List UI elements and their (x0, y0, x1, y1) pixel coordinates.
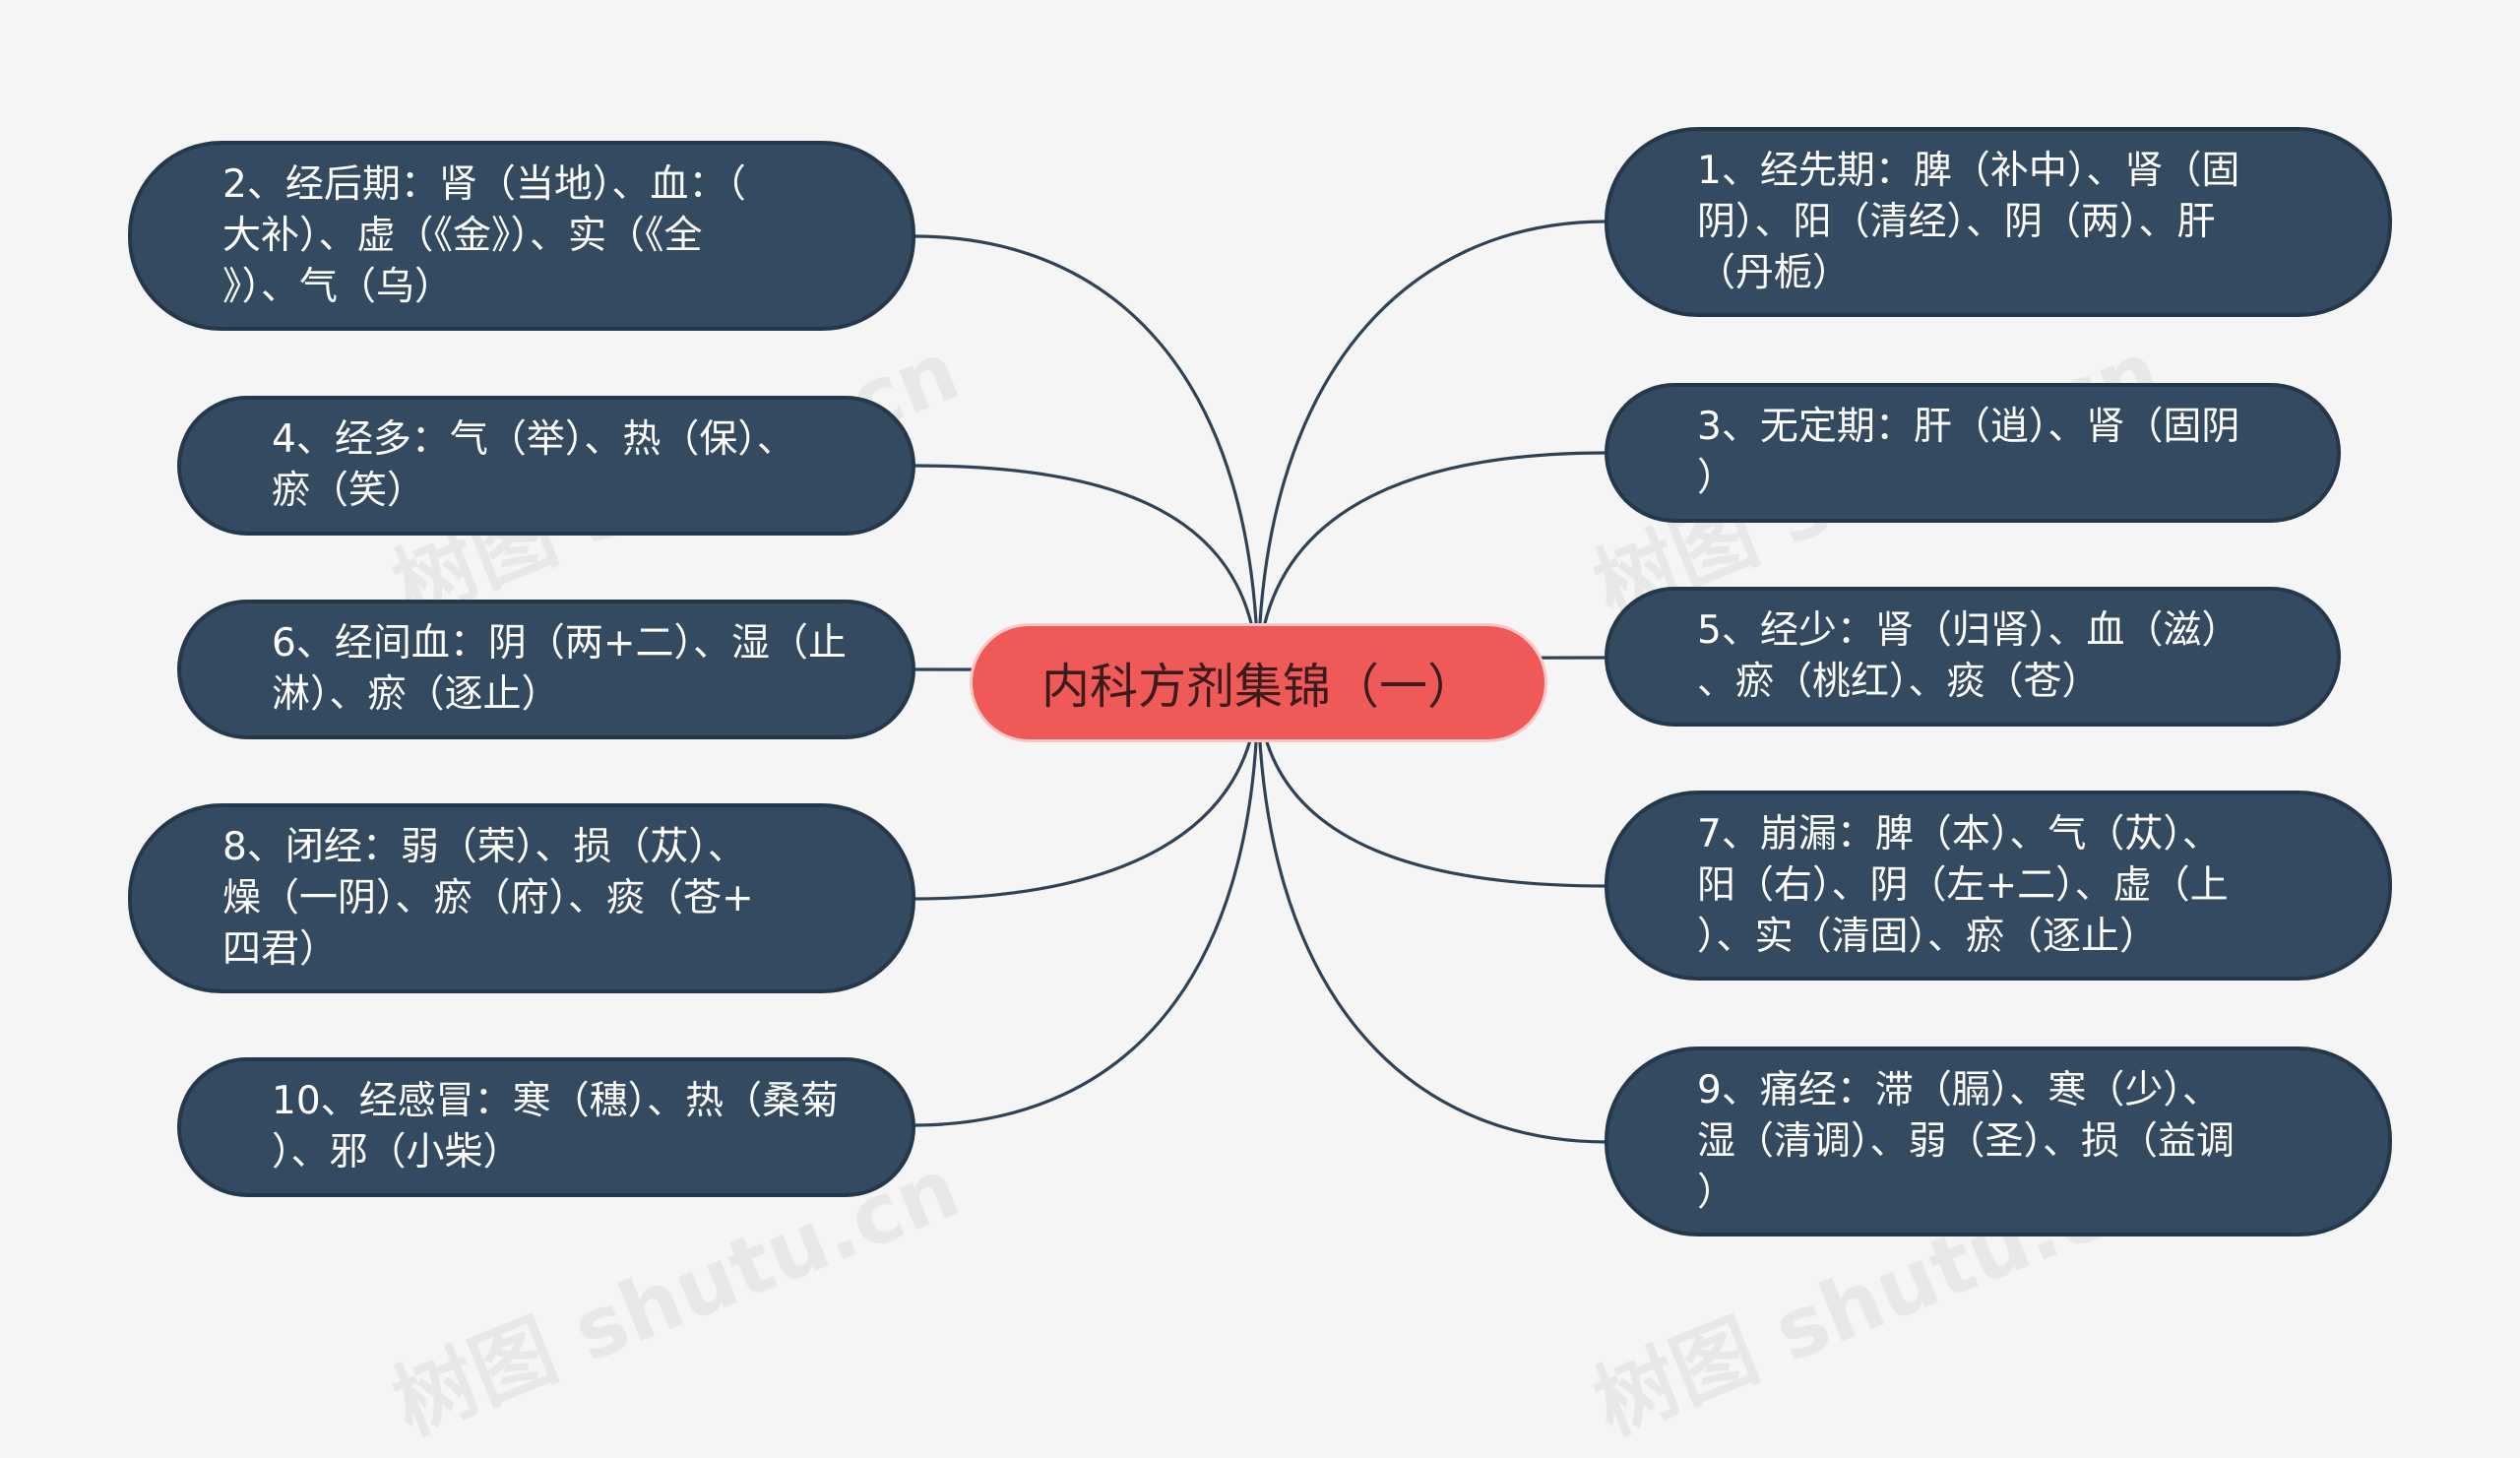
topic-label: 2、经后期：肾（当地）、血：（ 大补）、虚（《金》）、实（《全 》）、气（乌） (222, 161, 746, 309)
topic-label: 7、崩漏：脾（本）、气（苁）、 阳（右）、阴（左+二）、虚（上 ）、实（清固）、… (1697, 811, 2229, 959)
central-topic[interactable]: 内科方剂集锦（一） (970, 623, 1547, 742)
link-to-node-4 (913, 464, 1260, 683)
topic-node-8[interactable]: 8、闭经：弱（荣）、损（苁）、 燥（一阴）、瘀（府）、痰（苍+ 四君） (128, 803, 915, 993)
link-to-node-1 (1256, 220, 1607, 683)
topic-node-6[interactable]: 6、经间血：阴（两+二）、湿（止 淋）、瘀（逐止） (177, 600, 915, 739)
central-topic-label: 内科方剂集锦（一） (1040, 659, 1476, 715)
topic-node-10[interactable]: 10、经感冒：寒（穗）、热（桑菊 ）、邪（小柴） (177, 1057, 915, 1197)
topic-label: 6、经间血：阴（两+二）、湿（止 淋）、瘀（逐止） (272, 621, 847, 717)
topic-label: 4、经多：气（举）、热（保）、 瘀（笑） (272, 417, 795, 513)
topic-label: 8、闭经：弱（荣）、损（苁）、 燥（一阴）、瘀（府）、痰（苍+ 四君） (222, 824, 754, 972)
topic-node-1[interactable]: 1、经先期：脾（补中）、肾（固 阴）、阳（清经）、阴（两）、肝 （丹栀） (1605, 127, 2392, 317)
topic-node-5[interactable]: 5、经少：肾（归肾）、血（滋） 、瘀（桃红）、痰（苍） (1605, 587, 2341, 727)
link-to-node-3 (1256, 451, 1607, 683)
topic-label: 1、经先期：脾（补中）、肾（固 阴）、阳（清经）、阴（两）、肝 （丹栀） (1697, 148, 2240, 295)
topic-label: 10、经感冒：寒（穗）、热（桑菊 ）、邪（小柴） (272, 1079, 840, 1174)
topic-node-4[interactable]: 4、经多：气（举）、热（保）、 瘀（笑） (177, 396, 915, 536)
topic-node-2[interactable]: 2、经后期：肾（当地）、血：（ 大补）、虚（《金》）、实（《全 》）、气（乌） (128, 141, 915, 331)
topic-node-3[interactable]: 3、无定期：肝（逍）、肾（固阴 ） (1605, 383, 2341, 523)
topic-node-9[interactable]: 9、痛经：滞（膈）、寒（少）、 湿（清调）、弱（圣）、损（益调 ） (1605, 1046, 2392, 1236)
link-to-node-10 (913, 681, 1260, 1127)
topic-label: 5、经少：肾（归肾）、血（滋） 、瘀（桃红）、痰（苍） (1697, 608, 2240, 704)
link-to-node-9 (1256, 681, 1607, 1144)
topic-label: 3、无定期：肝（逍）、肾（固阴 ） (1697, 405, 2240, 500)
link-to-node-2 (913, 234, 1260, 683)
topic-node-7[interactable]: 7、崩漏：脾（本）、气（苁）、 阳（右）、阴（左+二）、虚（上 ）、实（清固）、… (1605, 791, 2392, 981)
topic-label: 9、痛经：滞（膈）、寒（少）、 湿（清调）、弱（圣）、损（益调 ） (1697, 1067, 2236, 1215)
mindmap-canvas: 树图 shutu.cn 树图 shutu.cn 树图 shutu.cn 树图 s… (128, 127, 2392, 1453)
